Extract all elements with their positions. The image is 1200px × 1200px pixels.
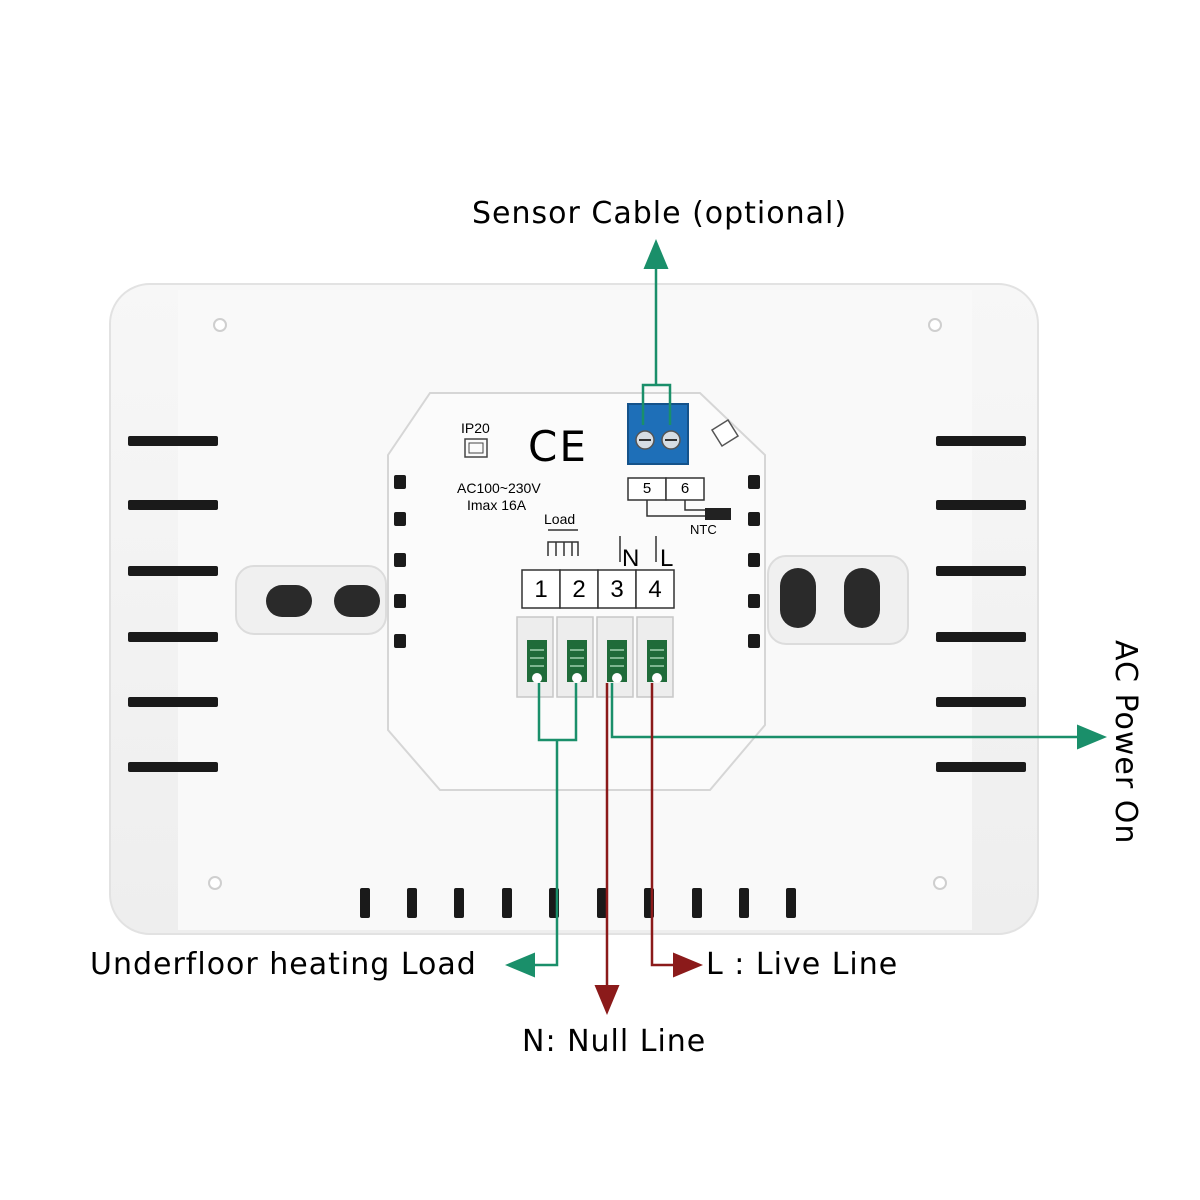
terminal-3: 3 — [610, 576, 624, 603]
terminal-5: 5 — [642, 480, 652, 497]
sensor-wire — [641, 239, 672, 425]
ip20-box — [464, 438, 488, 458]
ac-power-label: AC Power On — [1108, 640, 1143, 845]
live-wire — [650, 683, 703, 978]
load-wire — [505, 683, 578, 978]
ip-rating-label: IP20 — [461, 420, 490, 436]
left-vents — [128, 436, 218, 772]
terminal-6: 6 — [680, 480, 690, 497]
ac-power-wire — [610, 683, 1107, 750]
sensor-cable-label: Sensor Cable (optional) — [472, 196, 848, 231]
screw-hole — [928, 318, 942, 332]
terminal-4: 4 — [648, 576, 662, 603]
ce-mark: CE — [528, 422, 588, 471]
sensor-terminal-block — [627, 403, 689, 465]
voltage-rating: AC100~230V — [457, 480, 541, 496]
null-line-label: N: Null Line — [522, 1024, 707, 1059]
load-symbol-label: Load — [544, 511, 576, 527]
ntc-label: NTC — [690, 522, 717, 537]
terminal-1: 1 — [534, 576, 548, 603]
n-mark: N — [622, 545, 640, 572]
current-rating: Imax 16A — [467, 497, 527, 513]
screw-hole — [213, 318, 227, 332]
screw-hole — [208, 876, 222, 890]
l-mark: L — [660, 545, 674, 572]
live-line-label: L : Live Line — [706, 947, 899, 982]
right-vents — [936, 436, 1026, 772]
terminal-2: 2 — [572, 576, 586, 603]
screw-hole — [933, 876, 947, 890]
power-terminals — [516, 616, 674, 698]
load-label: Underfloor heating Load — [90, 947, 477, 982]
